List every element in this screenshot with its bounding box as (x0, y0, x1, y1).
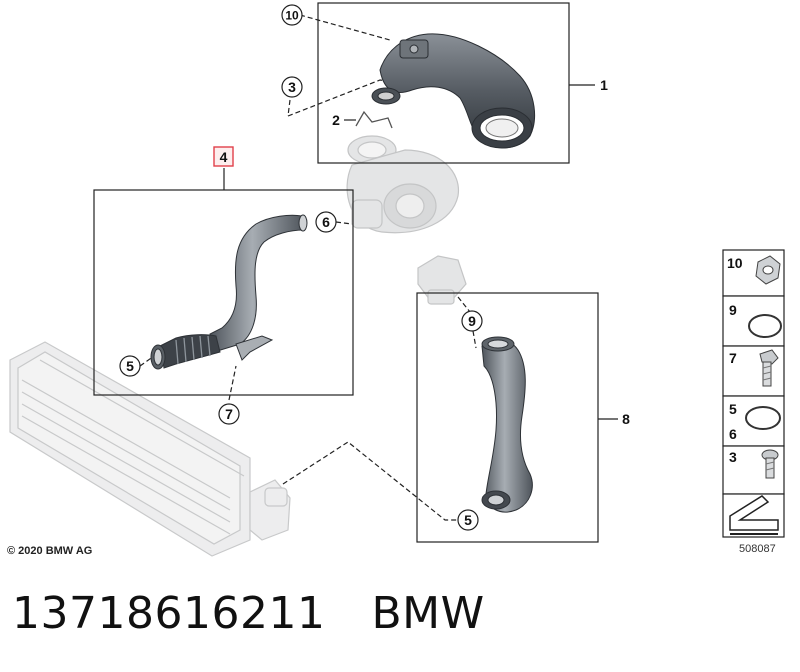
legend-cell-7: 7 (722, 345, 785, 397)
callout-2: 2 (332, 112, 356, 128)
dashed-leaders (139, 14, 477, 521)
svg-text:5: 5 (126, 358, 134, 374)
svg-text:3: 3 (729, 449, 737, 465)
callout-9: 9 (461, 310, 483, 332)
legend-cell-5-6: 5 6 (722, 395, 785, 447)
screw-icon (761, 449, 779, 479)
callout-1: 1 (600, 77, 608, 93)
arrow-symbol-icon (729, 495, 779, 535)
svg-text:10: 10 (727, 255, 743, 271)
seal-ring-icon (745, 406, 781, 430)
group-box-8 (416, 292, 618, 543)
turbocharger-ghost (346, 135, 460, 234)
group-box-4 (93, 168, 354, 396)
svg-text:5: 5 (464, 512, 472, 528)
throttle-ghost (417, 255, 467, 305)
svg-text:6: 6 (322, 214, 330, 230)
svg-text:4: 4 (220, 149, 228, 165)
group-box-1 (317, 2, 595, 164)
svg-text:6: 6 (729, 426, 737, 442)
svg-text:9: 9 (729, 302, 737, 318)
svg-text:5: 5 (729, 401, 737, 417)
svg-text:7: 7 (729, 350, 737, 366)
svg-text:10: 10 (285, 9, 299, 23)
callout-8: 8 (622, 411, 630, 427)
svg-text:1: 1 (600, 77, 608, 93)
svg-text:8: 8 (622, 411, 630, 427)
bolt-icon (759, 349, 779, 387)
callout-3: 3 (281, 76, 303, 98)
svg-text:3: 3 (288, 79, 296, 95)
charge-air-hose-4 (150, 214, 308, 370)
callout-10: 10 (281, 4, 303, 26)
wire-clip (355, 110, 393, 129)
legend-cell-3: 3 (722, 445, 785, 495)
hex-nut-icon (755, 255, 781, 285)
callout-7: 7 (218, 403, 240, 425)
intercooler-ghost (9, 341, 291, 557)
svg-text:9: 9 (468, 313, 476, 329)
legend-cell-10: 10 (722, 249, 785, 297)
intake-duct (371, 33, 536, 149)
svg-text:7: 7 (225, 406, 233, 422)
legend-cell-9: 9 (722, 295, 785, 347)
diagram-id: 508087 (739, 543, 776, 555)
legend-cell-arrow (722, 493, 785, 538)
part-number-line: 13718616211 BMW (12, 588, 485, 639)
copyright-notice: © 2020 BMW AG (7, 545, 92, 557)
callout-6: 6 (315, 211, 337, 233)
charge-air-hose-8 (481, 336, 533, 513)
o-ring-icon (748, 314, 782, 338)
callout-4-highlighted: 4 (213, 146, 234, 167)
parts-diagram: 10 3 2 1 4 6 5 7 9 8 5 10 (7, 2, 785, 557)
brand-name: BMW (371, 588, 485, 639)
part-number: 13718616211 (12, 588, 326, 639)
small-parts-legend: 10 9 7 5 (722, 249, 785, 538)
svg-text:2: 2 (332, 112, 340, 128)
callout-5-left: 5 (119, 355, 141, 377)
callout-5-bottom: 5 (457, 509, 479, 531)
